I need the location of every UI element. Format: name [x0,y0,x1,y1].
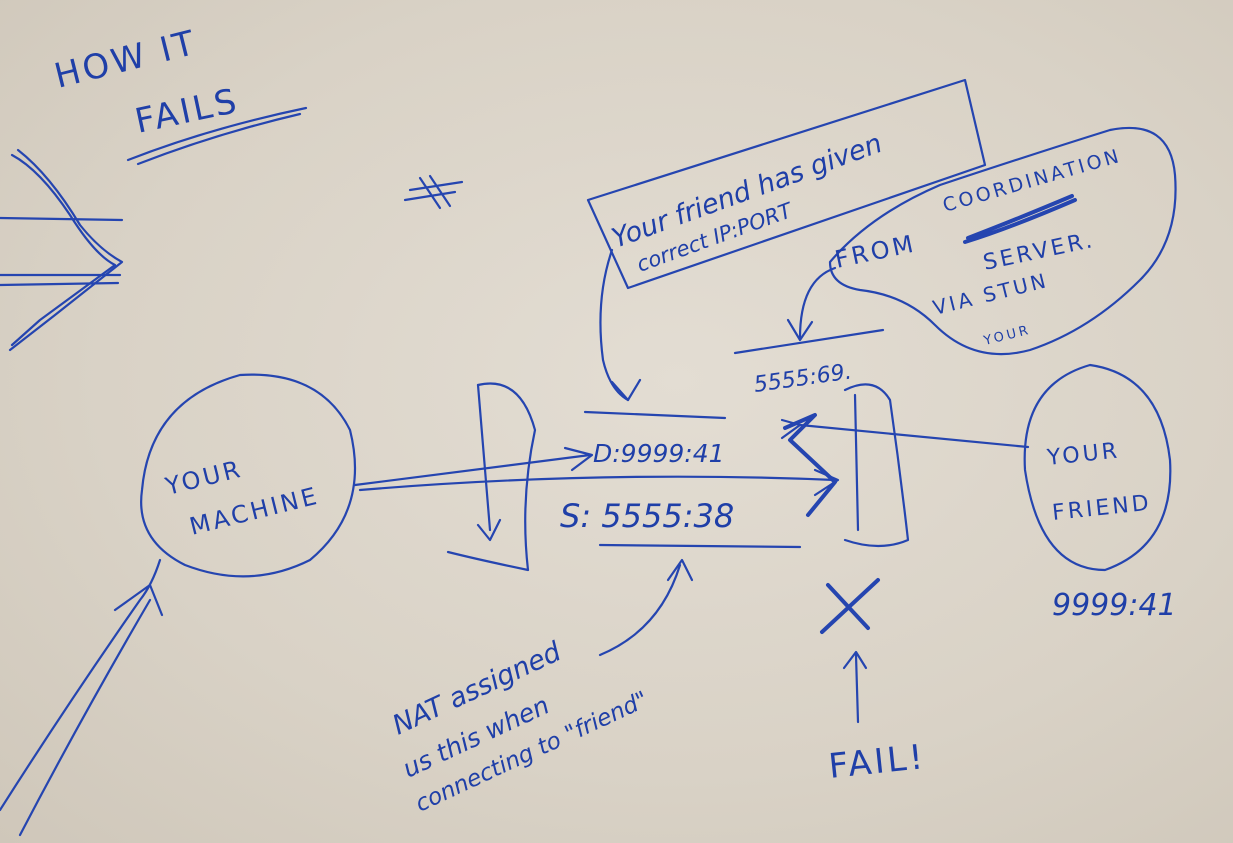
friend-reply [780,413,1030,517]
cloud-line-5: YOUR [981,323,1032,349]
title-underline [126,106,308,162]
machine-circle [140,373,357,578]
fail-arrow [854,653,860,724]
scribble-marks [0,148,464,352]
friend-label-1: YOUR [1045,438,1121,471]
arrow-to-nat [358,475,837,492]
machine-incoming-line [0,558,162,812]
your-machine-node: YOUR MACHINE [0,373,357,837]
outgoing-arrows [353,446,840,497]
callout-arrowhead [610,378,642,402]
source-address: S: 5555:38 [560,497,734,535]
cloud-arrow [798,266,837,340]
title-block: HOW IT FAILS [51,23,308,166]
fail-marker: FAIL! [820,578,928,787]
source-underline [598,543,802,549]
destination-address: D:9999:41 [593,439,725,468]
cloud-line-4: VIA STUN [930,268,1050,320]
cloud-outline [828,126,1177,356]
callout-arrow [599,248,630,402]
packet: 5555:69. D:9999:41 S: 5555:38 [560,328,885,549]
title-line-1: HOW IT [51,23,202,97]
arrow-to-packet [353,453,592,487]
callout-box: Your friend has given correct IP:PORT [586,78,987,402]
crossed-out-mark [403,174,464,210]
nat-note: NAT assigned us this when connecting to … [388,558,694,817]
nat-right-shape [843,383,910,548]
machine-label-1: YOUR [162,455,246,501]
reply-line [798,423,1030,449]
nat-note-arrow [598,563,682,657]
cloud-arrowhead [786,318,814,342]
destination-overline [583,410,727,420]
your-friend-node: YOUR FRIEND 9999:41 [1023,363,1177,623]
fail-label: FAIL! [827,737,928,787]
nat-left-shape [446,382,537,572]
title-underline-2 [136,112,302,166]
stun-address: 5555:69. [752,359,853,397]
fail-x-icon [820,578,880,634]
callout-border [586,78,987,290]
nat-left [446,382,537,572]
reply-zigzag [783,413,837,517]
friend-circle [1023,363,1172,572]
friend-address: 9999:41 [1052,588,1177,623]
cloud-scribble [963,194,1077,244]
cloud-line-2: FROM [832,229,918,273]
friend-label-2: FRIEND [1051,491,1153,526]
machine-incoming-arrowhead [113,583,164,617]
stun-overline [733,328,885,355]
nat-right [843,383,910,548]
